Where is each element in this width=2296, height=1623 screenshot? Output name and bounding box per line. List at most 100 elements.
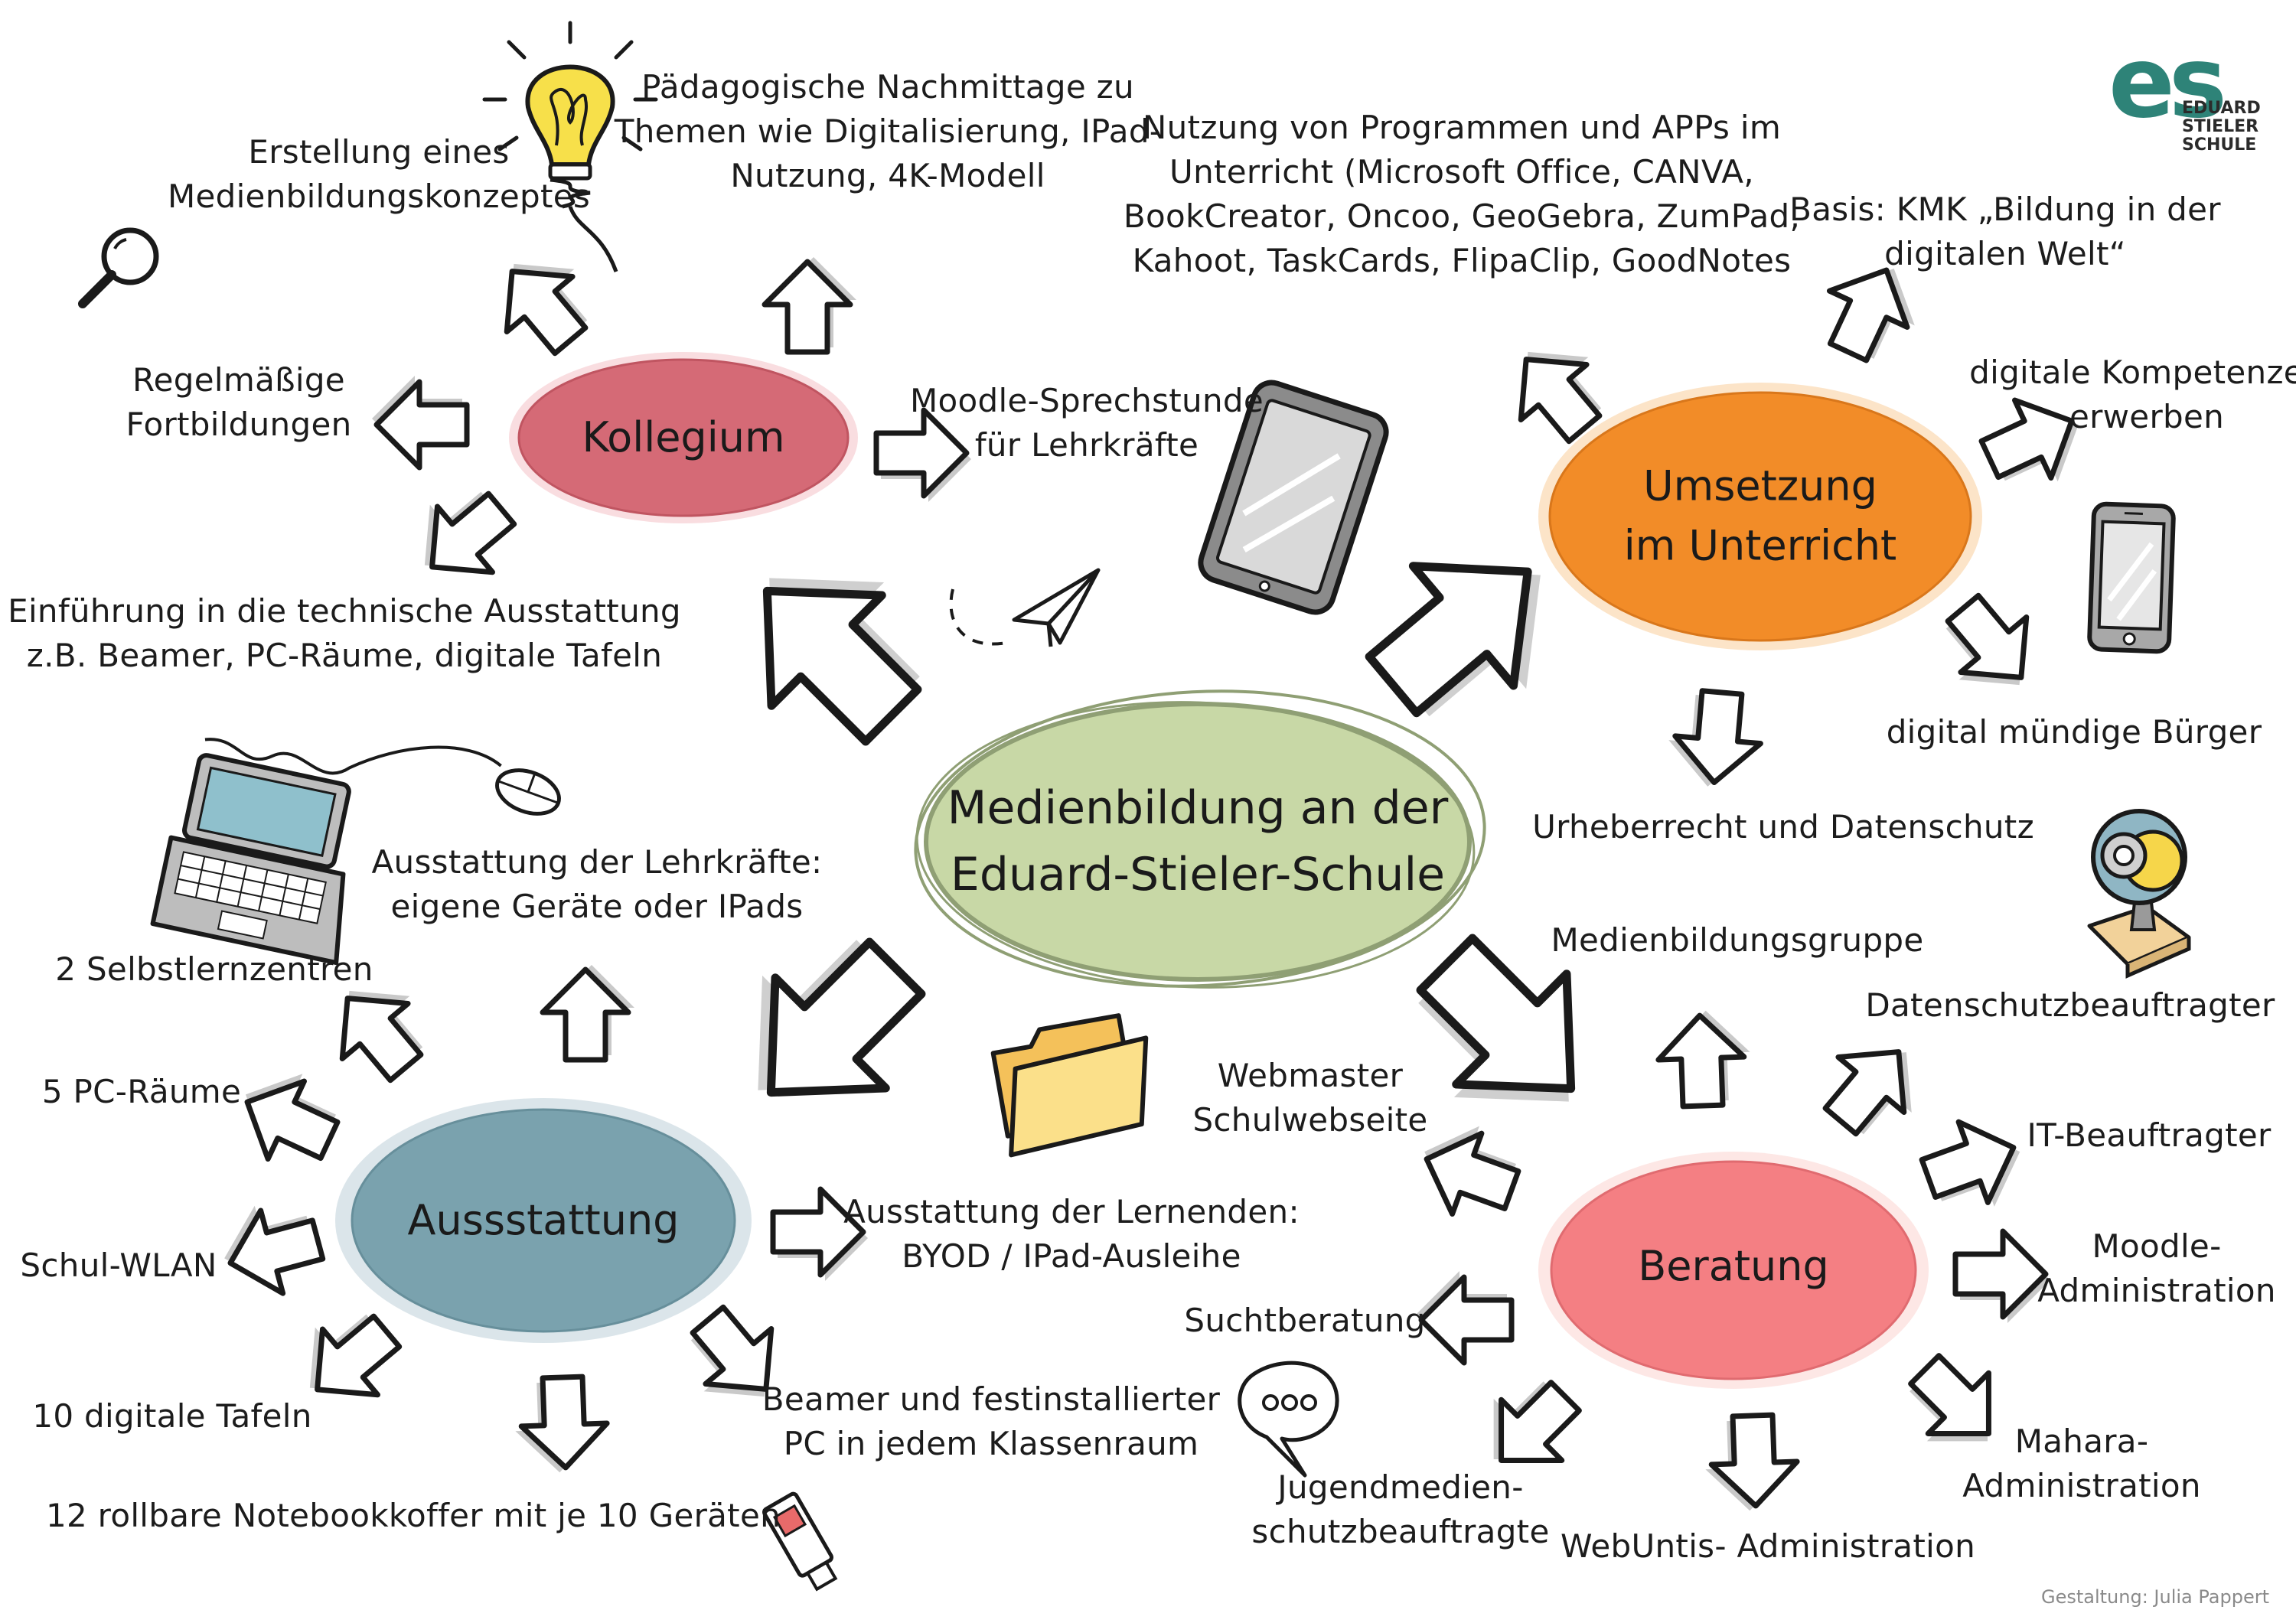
label-buerger-line: digital mündige Bürger [1886, 713, 2262, 751]
label-lernende-line-1: Ausstattung der Lernenden: [843, 1193, 1300, 1230]
beratung-node [1538, 1152, 1929, 1389]
label-beamer: Beamer und festinstallierter PC in jedem… [762, 1377, 1220, 1466]
umsetzung-title: Umsetzung im Unterricht [1624, 457, 1896, 577]
arrow-fortbildungen [372, 376, 467, 468]
school-logo: es EDUARD STIELER SCHULE [2108, 26, 2277, 162]
label-sucht: Suchtberatung [1184, 1299, 1425, 1343]
label-fortbildungen: Regelmäßige Fortbildungen [126, 358, 351, 447]
label-sucht-line: Suchtberatung [1184, 1302, 1426, 1339]
label-moodle-sprechstunde-line-1: Moodle-Sprechstunde [910, 382, 1264, 419]
logo-mark: es [2108, 26, 2227, 140]
label-moodle-sprechstunde-line-2: für Lehrkräfte [974, 425, 1199, 464]
label-pcraeume-line: 5 PC-Räume [41, 1073, 242, 1110]
arrow-webuntis [1704, 1414, 1799, 1513]
umsetzung-title-line-2: im Unterricht [1623, 522, 1897, 570]
big-arrow-kollegium [706, 523, 954, 771]
label-nachmittage-line-3: Nutzung, 4K-Modell [730, 156, 1045, 194]
label-wlan-line: Schul-WLAN [20, 1247, 217, 1284]
big-arrow-ausstattung [703, 905, 951, 1153]
label-moodle-sprechstunde: Moodle-Sprechstunde für Lehrkräfte [910, 379, 1264, 468]
beratung-title-line: Beratung [1638, 1241, 1829, 1290]
label-lehrkraefte: Ausstattung der Lehrkräfte: eigene Gerät… [372, 840, 823, 929]
label-tafeln: 10 digitale Tafeln [32, 1394, 311, 1439]
umsetzung-title-line-1: Umsetzung [1643, 461, 1877, 510]
label-webmaster-line-1: Webmaster [1217, 1057, 1404, 1094]
label-jugend: Jugendmedien- schutzbeauftragte [1251, 1465, 1549, 1554]
label-it-line: IT-Beauftragter [2027, 1116, 2272, 1154]
label-technik-line-1: Einführung in die technische Ausstattung [8, 592, 681, 630]
logo-text-line-2: STIELER [2182, 117, 2259, 137]
label-konzept-line-1: Erstellung eines [248, 133, 510, 171]
label-webuntis: WebUntis- Administration [1561, 1524, 1975, 1569]
label-webmaster-line-2: Schulwebseite [1192, 1100, 1428, 1139]
arrow-urheberrecht [1665, 688, 1764, 790]
label-kompetenzen-line-1: digitale Kompetenzen [1969, 354, 2296, 391]
label-programme-line-4: Kahoot, TaskCards, FlipaClip, GoodNotes [1132, 241, 1792, 279]
label-kmk-line-1: Basis: KMK „Bildung in der [1789, 191, 2221, 228]
label-webuntis-line: WebUntis- Administration [1561, 1527, 1975, 1565]
webcam-icon [2087, 809, 2191, 979]
ausstattung-title: Aussstattung [408, 1191, 680, 1250]
mouse-icon [204, 738, 561, 816]
arrow-moodle-admin [1955, 1231, 2050, 1323]
label-mahara-line-1: Mahara- [2014, 1423, 2149, 1460]
arrow-buerger [1926, 581, 2057, 713]
logo-text-line-1: EDUARD [2182, 99, 2261, 118]
speech-bubble-icon [1238, 1361, 1339, 1478]
label-moodle-admin: Moodle- Administration [2037, 1224, 2276, 1313]
label-urheberrecht: Urheberrecht und Datenschutz [1532, 805, 2034, 849]
label-lehrkraefte-line-1: Ausstattung der Lehrkräfte: [371, 843, 823, 881]
umsetzung-node [1538, 383, 1982, 650]
label-lernende-line-2: BYOD / IPad-Ausleihe [902, 1237, 1241, 1275]
label-jugend-line-2: schutzbeauftragte [1251, 1512, 1550, 1550]
kollegium-node [509, 352, 858, 523]
label-notebook-line: 12 rollbare Notebookkoffer mit je 10 Ger… [45, 1497, 781, 1534]
label-kompetenzen: digitale Kompetenzen erwerben [1969, 350, 2296, 439]
label-technik: Einführung in die technische Ausstattung… [8, 589, 681, 678]
label-programme: Nutzung von Programmen und APPs im Unter… [1124, 106, 1800, 283]
arrow-notebook [514, 1376, 608, 1475]
label-programme-line-1: Nutzung von Programmen und APPs im [1142, 109, 1782, 146]
center-title-line-1: Medienbildung an der [947, 781, 1449, 835]
label-programme-line-3: BookCreator, Oncoo, GeoGebra, ZumPad, [1123, 197, 1801, 235]
usb-stick-icon [762, 1491, 838, 1592]
arrow-wlan [213, 1193, 329, 1305]
center-title: Medienbildung an der Eduard-Stieler-Schu… [947, 775, 1449, 908]
label-datenschutz: Datenschutzbeauftragter [1865, 983, 2275, 1028]
label-programme-line-2: Unterricht (Microsoft Office, CANVA, [1169, 152, 1754, 191]
label-jugend-line-1: Jugendmedien- [1277, 1468, 1524, 1506]
laptop-icon [150, 753, 351, 966]
arrow-technik [396, 471, 529, 603]
label-nachmittage-line-2: Themen wie Digitalisierung, IPad- [614, 112, 1162, 150]
label-kmk-line-2: digitalen Welt“ [1884, 234, 2126, 272]
label-urheberrecht-line: Urheberrecht und Datenschutz [1532, 808, 2034, 846]
magnifier-icon [78, 227, 159, 308]
arrow-datenschutz [1808, 1021, 1939, 1152]
tablet-icon [1198, 380, 1389, 615]
beratung-title: Beratung [1638, 1237, 1828, 1296]
label-gruppe-line: Medienbildungsgruppe [1551, 921, 1924, 959]
arrow-konzept [476, 236, 608, 368]
center-title-line-2: Eduard-Stieler-Schule [950, 848, 1446, 901]
arrow-lehrkraefte [543, 965, 634, 1060]
label-konzept: Erstellung eines Medienbildungskonzeptes [168, 130, 590, 219]
label-beamer-line-1: Beamer und festinstallierter [762, 1380, 1221, 1418]
label-it: IT-Beauftragter [2027, 1113, 2271, 1158]
label-moodle-admin-line-1: Moodle- [2092, 1227, 2222, 1265]
kollegium-title-line: Kollegium [582, 412, 785, 461]
label-notebook: 12 rollbare Notebookkoffer mit je 10 Ger… [46, 1494, 781, 1538]
label-webmaster: Webmaster Schulwebseite [1192, 1054, 1427, 1142]
label-lehrkraefte-line-2: eigene Geräte oder IPads [390, 887, 804, 925]
center-node [914, 689, 1486, 989]
label-mahara-line-2: Administration [1962, 1466, 2201, 1504]
ausstattung-node [335, 1098, 752, 1343]
arrow-pcraeume [225, 1055, 350, 1179]
design-credit: Gestaltung: Julia Pappert [2040, 1586, 2269, 1608]
label-gruppe: Medienbildungsgruppe [1551, 918, 1923, 963]
label-mahara: Mahara- Administration [1962, 1419, 2201, 1508]
label-wlan: Schul-WLAN [20, 1243, 217, 1288]
label-konzept-line-2: Medienbildungskonzeptes [167, 177, 591, 215]
paper-plane-icon [949, 568, 1101, 647]
label-lernende: Ausstattung der Lernenden: BYOD / IPad-A… [843, 1190, 1300, 1279]
